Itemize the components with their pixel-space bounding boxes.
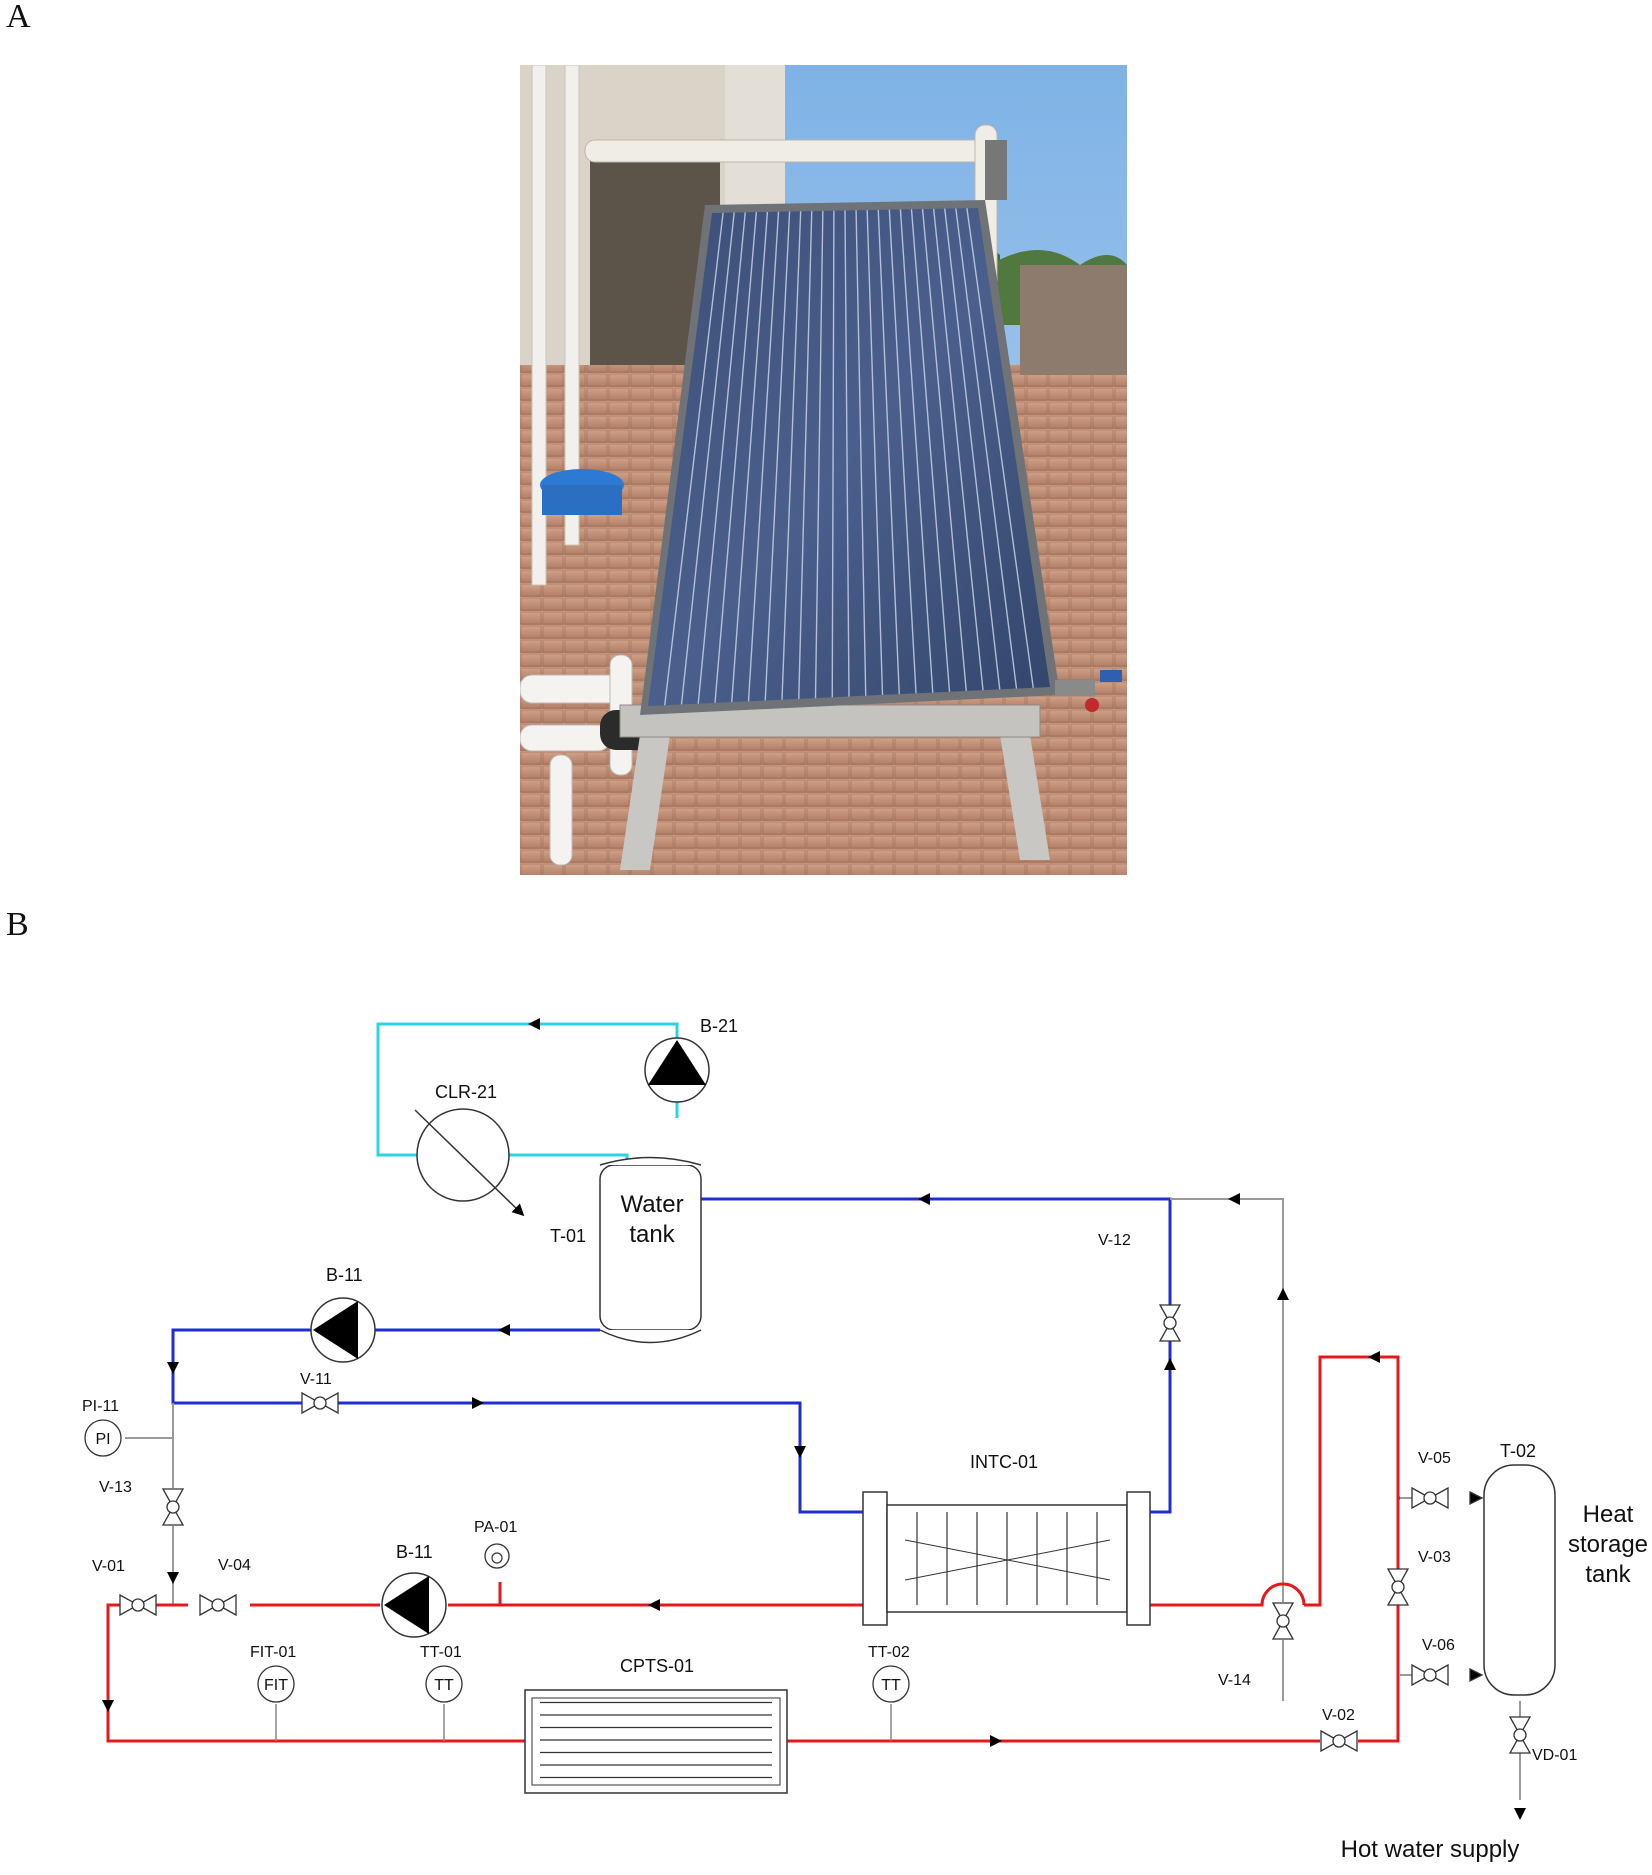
flow-arrow-14 <box>1368 1351 1380 1363</box>
process-flow-diagram: Water tank T-01 CLR-21 B-21 B-11 B-11 IN… <box>0 960 1652 1870</box>
solar-collector-tag: CPTS-01 <box>620 1656 694 1676</box>
temp-transmitter-tt01 <box>425 1665 463 1703</box>
valve-v12 <box>1158 1304 1182 1342</box>
cooler-clr21 <box>414 1108 525 1217</box>
fit-symbol: FIT <box>264 1677 288 1694</box>
valve-tag-v11: V-11 <box>300 1371 332 1388</box>
valve-v13 <box>161 1488 185 1526</box>
heat-exchanger-tag: INTC-01 <box>970 1452 1038 1472</box>
valve-v03 <box>1386 1568 1410 1606</box>
hot-loop <box>106 1355 1400 1743</box>
panel-label-a: A <box>6 0 31 35</box>
solar-collector-photo <box>520 65 1127 875</box>
solar-collector-cpts01 <box>524 1689 788 1794</box>
valve-v04 <box>199 1593 237 1617</box>
flow-arrow-11 <box>648 1599 660 1611</box>
flow-arrow-12 <box>102 1700 114 1712</box>
pump-b21 <box>644 1037 710 1103</box>
cooler-tag: CLR-21 <box>435 1082 497 1102</box>
pressure-alarm-pa01 <box>484 1543 510 1569</box>
flow-arrow-10 <box>1514 1808 1526 1820</box>
water-tank-label-2: tank <box>629 1221 675 1248</box>
tank-tag-t01: T-01 <box>550 1226 586 1246</box>
valve-v01 <box>119 1593 157 1617</box>
instrument-tag-pi11: PI-11 <box>82 1398 119 1415</box>
valve-tag-v06: V-06 <box>1422 1637 1455 1654</box>
pump-tag-b11-bottom: B-11 <box>396 1542 433 1562</box>
flow-arrow-9 <box>167 1572 179 1584</box>
heat-tank-label-1: Heat <box>1583 1501 1634 1528</box>
flow-arrow-5 <box>794 1446 806 1458</box>
flow-arrow-6 <box>1164 1358 1176 1370</box>
heat-exchanger-intc01 <box>862 1491 1151 1626</box>
pump-tag-b21: B-21 <box>700 1016 738 1036</box>
valve-tag-v14: V-14 <box>1218 1672 1251 1689</box>
water-tank-label-1: Water <box>620 1191 683 1218</box>
flow-arrow-1 <box>918 1193 930 1205</box>
heat-tank-label-3: tank <box>1585 1561 1631 1588</box>
flow-arrow-2 <box>498 1324 510 1336</box>
instrument-tag-pa01: PA-01 <box>474 1519 517 1536</box>
valve-tag-v13: V-13 <box>99 1479 132 1496</box>
bypass-line <box>125 1198 1521 1800</box>
arrow-into-tank-top <box>1469 1490 1484 1506</box>
flow-arrow-8 <box>1277 1288 1289 1300</box>
water-tank-t01 <box>599 1156 702 1344</box>
pi-symbol: PI <box>95 1431 110 1448</box>
valve-tag-v02: V-02 <box>1322 1707 1355 1724</box>
valve-tag-v04: V-04 <box>218 1557 251 1574</box>
flow-arrow-cooling <box>528 1018 540 1030</box>
valve-tag-v05: V-05 <box>1418 1450 1451 1467</box>
instrument-tag-tt01: TT-01 <box>420 1644 462 1661</box>
pump-b11-top <box>310 1297 376 1363</box>
valve-v11 <box>301 1391 339 1415</box>
valve-v06 <box>1411 1663 1449 1687</box>
flow-arrow-3 <box>167 1362 179 1374</box>
tt-symbol-2: TT <box>881 1677 901 1694</box>
temp-transmitter-tt02 <box>872 1665 910 1703</box>
pump-tag-b11-top: B-11 <box>326 1265 363 1285</box>
flow-arrow-4 <box>472 1397 484 1409</box>
flow-transmitter-fit01 <box>257 1665 295 1703</box>
valve-tag-v12: V-12 <box>1098 1232 1131 1249</box>
valve-tag-v03: V-03 <box>1418 1549 1451 1566</box>
flow-arrow-13 <box>990 1735 1002 1747</box>
valve-tag-vd01: VD-01 <box>1532 1747 1577 1764</box>
valve-tag-v01: V-01 <box>92 1558 125 1575</box>
heat-storage-tank-t02 <box>1483 1464 1556 1696</box>
arrow-into-tank-bottom <box>1469 1667 1484 1683</box>
valve-vd01 <box>1508 1716 1532 1754</box>
flow-arrow-7 <box>1228 1193 1240 1205</box>
tank-tag-t02: T-02 <box>1500 1441 1536 1461</box>
tt-symbol-1: TT <box>434 1677 454 1694</box>
hot-water-supply-label: Hot water supply <box>1341 1836 1520 1863</box>
valve-v14 <box>1271 1602 1295 1640</box>
valve-v02 <box>1320 1729 1358 1753</box>
valve-v05 <box>1411 1486 1449 1510</box>
panel-label-b: B <box>6 906 29 943</box>
instrument-tag-fit01: FIT-01 <box>250 1644 296 1661</box>
instrument-tag-tt02: TT-02 <box>868 1644 910 1661</box>
pump-b11-bottom <box>381 1572 447 1638</box>
pressure-indicator-pi11 <box>84 1419 122 1457</box>
heat-tank-label-2: storage <box>1568 1531 1648 1558</box>
